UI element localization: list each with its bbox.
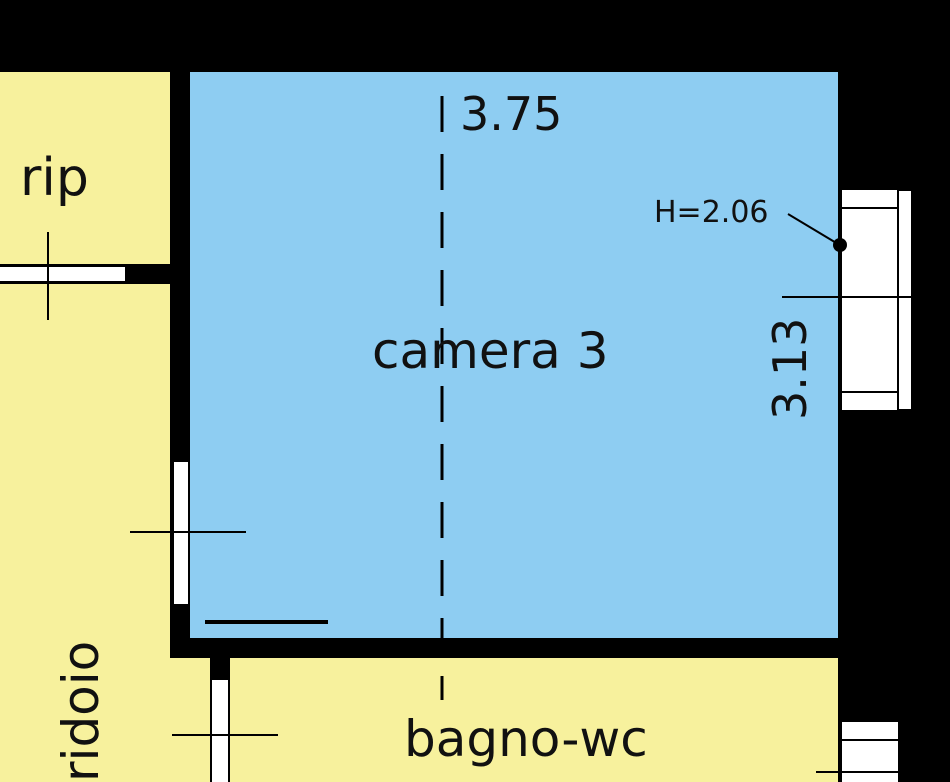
corridor-strip <box>170 655 210 782</box>
window-frame <box>897 189 913 411</box>
cross-marks <box>47 232 950 773</box>
room-camera-3 <box>190 72 838 638</box>
door-rip <box>0 266 125 282</box>
window-opening <box>842 190 898 410</box>
room-label-bagno: bagno-wc <box>404 710 648 768</box>
window-height-leader <box>787 213 839 245</box>
door-bagno <box>212 680 228 782</box>
room-label-corridoio: ridoio <box>52 641 110 782</box>
room-label-camera: camera 3 <box>372 322 609 380</box>
wall-top <box>0 0 950 72</box>
window-height-label: H=2.06 <box>654 195 769 230</box>
room-label-rip: rip <box>20 148 89 208</box>
room-bagno-wc <box>230 658 838 782</box>
wall-camera-bottom <box>170 638 838 658</box>
dimension-depth-label: 3.13 <box>763 318 817 420</box>
window-height-dot <box>833 238 847 252</box>
dimension-width-label: 3.75 <box>460 87 562 141</box>
room-rip <box>0 72 170 264</box>
